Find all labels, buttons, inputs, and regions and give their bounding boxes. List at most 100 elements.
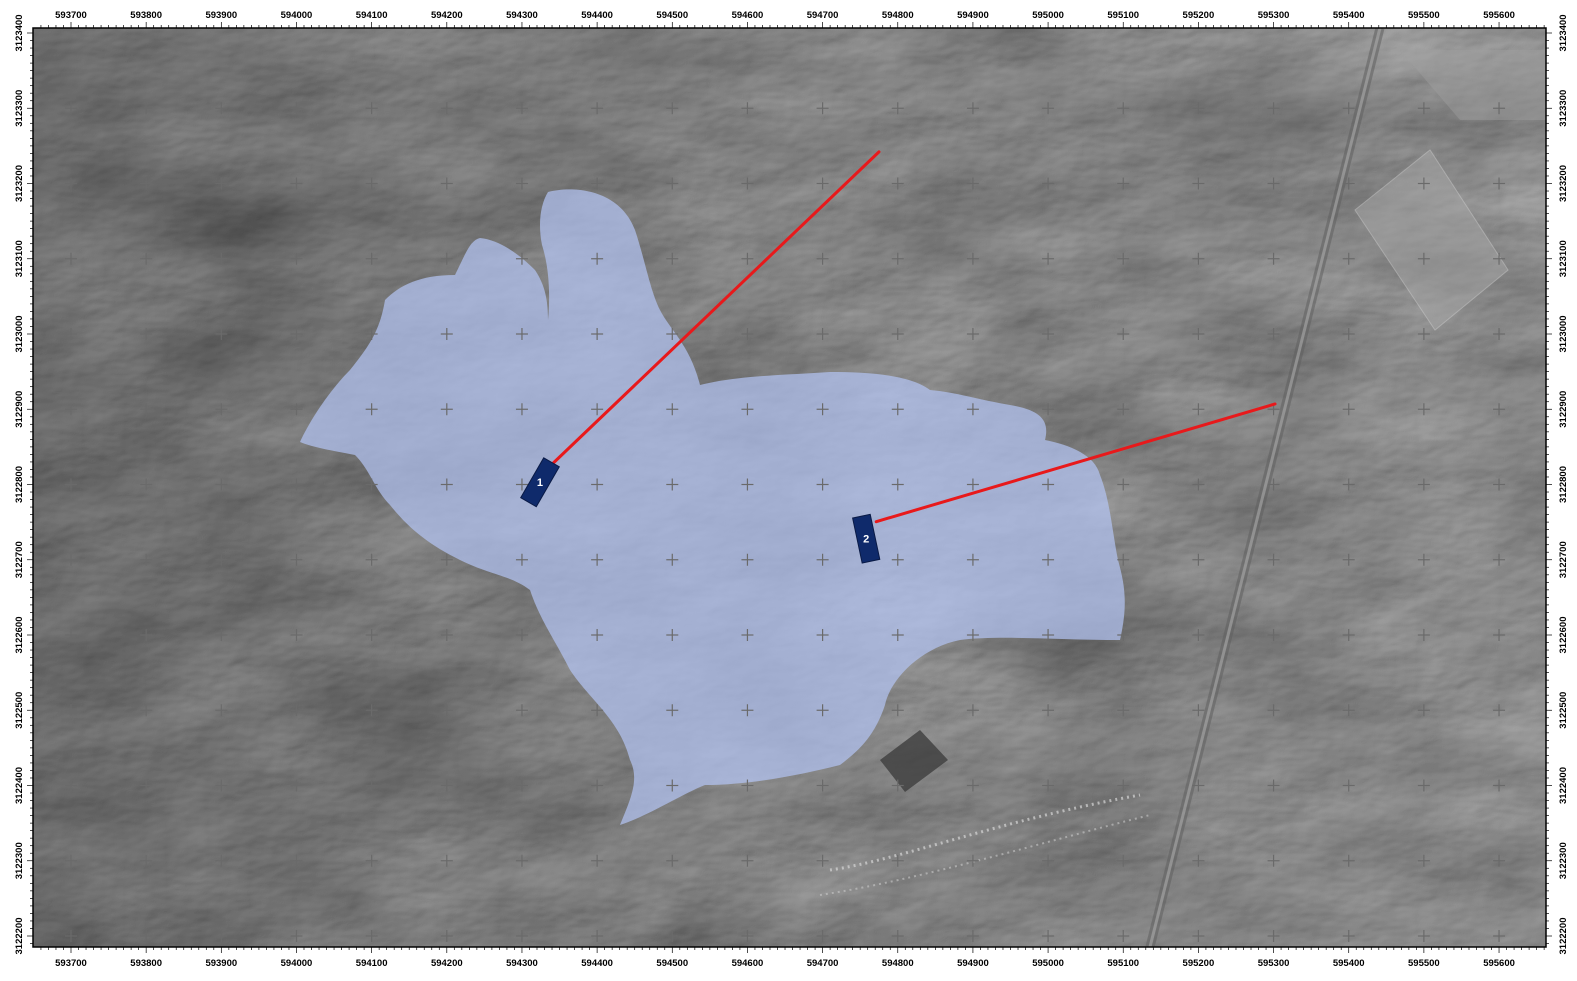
northing-label-left: 3122300 [14,842,25,879]
grid-cross [290,177,303,190]
grid-cross [1117,328,1130,340]
grid-cross [1042,854,1055,867]
grid-cross [591,102,604,115]
grid-cross [1493,177,1506,190]
grid-cross [741,930,754,942]
grid-cross [591,553,604,566]
easting-label-bottom: 595600 [1483,958,1515,969]
grid-cross [65,779,77,792]
grid-cross [891,704,904,717]
grid-cross [440,854,453,867]
grid-cross [1493,403,1506,416]
grid-cross [1342,328,1355,340]
grid-cross [816,478,829,491]
northing-label-right: 3122800 [1558,466,1569,503]
northing-label-left: 3122900 [14,391,25,428]
grid-cross [666,177,679,190]
easting-label-bottom: 593800 [130,958,162,969]
grid-cross [1342,478,1355,491]
grid-cross [515,854,528,867]
grid-cross [666,854,679,867]
grid-cross [1493,478,1506,491]
northing-label-left: 3122800 [14,466,25,503]
grid-cross [65,177,77,190]
grid-cross [1192,252,1205,265]
grid-cross [1192,328,1205,340]
northing-label-left: 3122400 [14,767,25,804]
marker-1[interactable]: 1 [520,150,881,508]
marker-2[interactable]: 2 [852,402,1277,564]
marker-box[interactable]: 2 [852,513,881,564]
grid-cross [290,403,303,416]
grid-cross [966,252,979,265]
grid-cross [1267,553,1280,566]
grid-cross [1417,553,1430,566]
grid-cross [65,704,77,717]
grid-cross [365,478,378,491]
grid-cross [365,930,378,942]
marker-box[interactable]: 1 [520,457,560,508]
easting-label-bottom: 593700 [55,958,87,969]
easting-label-bottom: 594300 [506,958,538,969]
grid-cross [215,930,228,942]
grid-cross [591,403,604,416]
grid-cross [215,704,228,717]
grid-cross [1417,252,1430,265]
grid-cross [891,177,904,190]
grid-cross [515,930,528,942]
grid-cross [966,102,979,115]
grid-cross [1342,854,1355,867]
easting-label-bottom: 594900 [957,958,989,969]
grid-cross [966,629,979,641]
grid-cross [591,328,604,340]
northing-labels-right: 3123400312330031232003123100312300031229… [1558,15,1569,955]
easting-label-top: 593900 [205,10,237,21]
northing-label-right: 3123200 [1558,165,1569,202]
grid-cross [1493,779,1506,792]
grid-cross [816,177,829,190]
grid-cross [1342,177,1355,190]
easting-label-bottom: 594000 [281,958,313,969]
grid-cross [515,779,528,792]
grid-cross [1042,177,1055,190]
grid-cross [816,403,829,416]
grid-cross [1117,403,1130,416]
marker-layer: 12 [520,150,1277,564]
grid-cross [666,779,679,792]
grid-cross [65,478,77,491]
grid-cross [140,704,153,717]
grid-cross [65,553,77,566]
grid-cross [1267,854,1280,867]
grid-cross [1417,704,1430,717]
northing-label-left: 3122200 [14,918,25,955]
grid-cross [741,854,754,867]
catchment-area[interactable] [300,189,1125,825]
marker-label: 2 [863,534,869,546]
grid-cross [966,779,979,792]
grid-cross [1493,252,1506,265]
leader-line [550,150,881,466]
grid-cross [365,403,378,416]
grid-cross [1042,930,1055,942]
easting-label-top: 595400 [1333,10,1365,21]
grid-cross [741,177,754,190]
grid-cross [741,478,754,491]
grid-cross [140,779,153,792]
grid-cross [440,403,453,416]
grid-cross [1417,328,1430,340]
grid-cross [1493,629,1506,641]
northing-label-left: 3122600 [14,617,25,654]
grid-cross [515,704,528,717]
grid-cross [816,779,829,792]
easting-label-bottom: 594800 [882,958,914,969]
easting-label-top: 594500 [656,10,688,21]
grid-cross [891,102,904,115]
northing-label-left: 3123400 [14,15,25,52]
grid-cross [1267,102,1280,115]
grid-cross [515,403,528,416]
grid-cross [365,102,378,115]
grid-cross [65,930,77,942]
grid-cross [1117,779,1130,792]
